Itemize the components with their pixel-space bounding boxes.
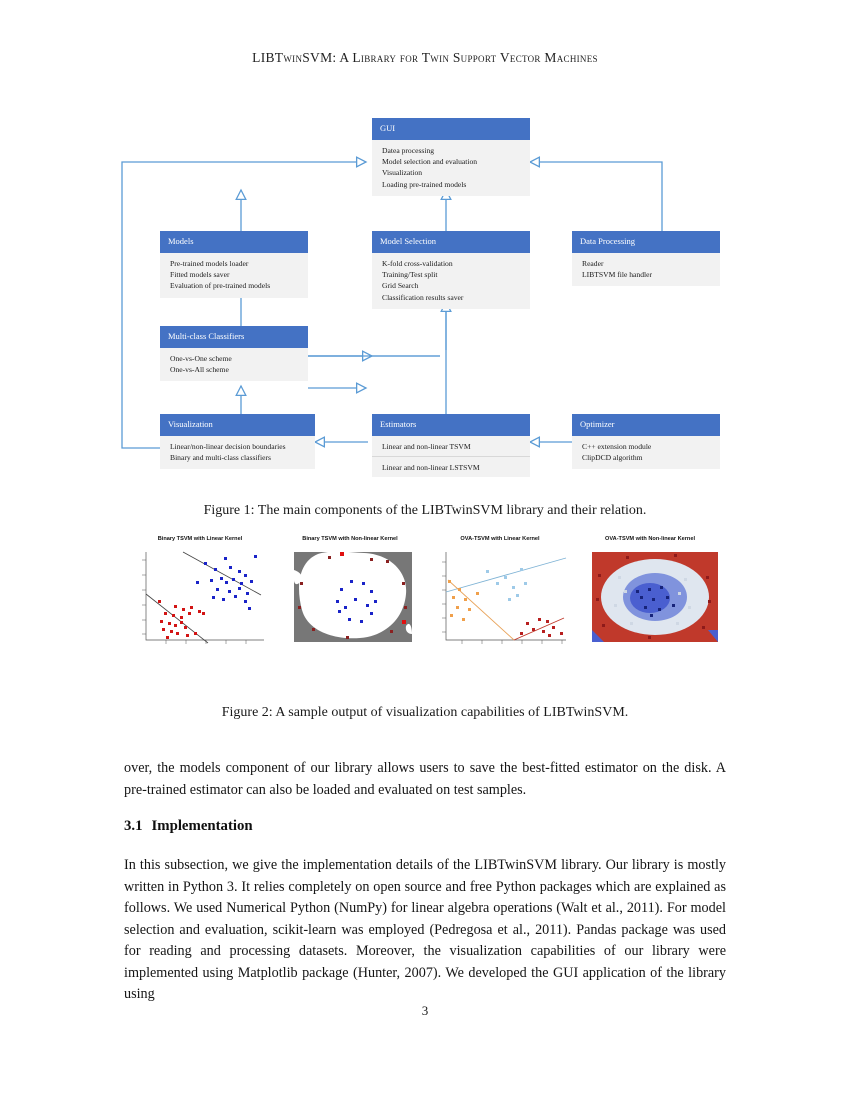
diagram-node-model-selection: Model Selection K-fold cross-validation … — [372, 231, 530, 309]
plot-canvas — [428, 548, 572, 656]
plot-title: Binary TSVM with Non-linear Kernel — [302, 536, 398, 542]
section-number: 3.1 — [124, 818, 143, 834]
diagram-node-data-processing: Data Processing Reader LIBTSVM file hand… — [572, 231, 720, 287]
figure1-architecture-diagram: GUI Datea processing Model selection and… — [110, 118, 750, 478]
node-title: Multi-class Classifiers — [160, 326, 308, 348]
node-body: C++ extension module ClipDCD algorithm — [572, 436, 720, 470]
node-title: Visualization — [160, 414, 315, 436]
node-body: Linear and non-linear TSVM Linear and no… — [372, 436, 530, 478]
node-item: Classification results saver — [382, 292, 464, 302]
plot-ova-tsvm-nonlinear: OVA-TSVM with Non-linear Kernel — [578, 536, 722, 656]
plot-title: Binary TSVM with Linear Kernel — [157, 536, 243, 542]
connector-visualization-to-gui — [121, 162, 366, 449]
figure2-plot-strip: Binary TSVM with Linear Kernel — [128, 536, 722, 656]
node-item: Linear and non-linear LSTSVM — [382, 463, 480, 473]
diagram-node-gui: GUI Datea processing Model selection and… — [372, 118, 530, 196]
node-item: Pre-trained models loader — [170, 259, 249, 268]
node-item: One-vs-All scheme — [170, 365, 229, 375]
node-item: Reader — [582, 259, 604, 268]
figure2-caption: Figure 2: A sample output of visualizati… — [221, 705, 629, 720]
plot-title: OVA-TSVM with Linear Kernel — [460, 536, 540, 542]
running-header: LIBTwinSVM: A Library for Twin Support V… — [252, 50, 598, 65]
node-body: Pre-trained models loader Fitted models … — [160, 253, 308, 298]
node-body: K-fold cross-validation Training/Test sp… — [372, 253, 530, 309]
diagram-node-models: Models Pre-trained models loader Fitted … — [160, 231, 308, 298]
node-item: Linear and non-linear TSVM — [372, 436, 530, 458]
node-title: Data Processing — [572, 231, 720, 253]
node-item: LIBTSVM file handler — [582, 270, 653, 280]
plot-ova-tsvm-linear: OVA-TSVM with Linear Kernel — [428, 536, 572, 656]
plot-binary-tsvm-nonlinear: Binary TSVM with Non-linear Kernel — [278, 536, 422, 656]
node-item: ClipDCD algorithm — [582, 453, 643, 463]
body-paragraph-2: In this subsection, we give the implemen… — [124, 857, 726, 1002]
section-title: Implementation — [151, 818, 253, 834]
node-item: Evaluation of pre-trained models — [170, 281, 271, 291]
node-item: One-vs-One scheme — [170, 354, 232, 363]
node-title: GUI — [372, 118, 530, 140]
section-heading-implementation: 3.1 Implementation — [124, 818, 253, 835]
figure1-caption: Figure 1: The main components of the LIB… — [203, 503, 647, 518]
node-body: Linear/non-linear decision boundaries Bi… — [160, 436, 315, 470]
plot-binary-tsvm-linear: Binary TSVM with Linear Kernel — [128, 536, 272, 656]
node-title: Models — [160, 231, 308, 253]
node-item: Model selection and evaluation — [382, 157, 478, 167]
connector-dataprocessing-to-gui — [530, 162, 663, 238]
node-item: K-fold cross-validation — [382, 259, 453, 268]
node-item: C++ extension module — [582, 442, 652, 451]
diagram-node-estimators: Estimators Linear and non-linear TSVM Li… — [372, 414, 530, 478]
plot-canvas — [578, 548, 722, 656]
diagram-node-multiclass-classifiers: Multi-class Classifiers One-vs-One schem… — [160, 326, 308, 382]
node-item: Training/Test split — [382, 270, 438, 280]
node-item: Datea processing — [382, 146, 435, 155]
body-paragraph-1: over, the models component of our librar… — [124, 760, 726, 798]
node-item: Linear/non-linear decision boundaries — [170, 442, 286, 451]
node-item: Visualization — [382, 168, 423, 178]
page-number: 3 — [421, 1003, 429, 1018]
node-title: Estimators — [372, 414, 530, 436]
node-body: One-vs-One scheme One-vs-All scheme — [160, 348, 308, 382]
plot-canvas — [278, 548, 422, 656]
node-body: Datea processing Model selection and eva… — [372, 140, 530, 196]
node-title: Model Selection — [372, 231, 530, 253]
node-item: Binary and multi-class classifiers — [170, 453, 272, 463]
diagram-node-visualization: Visualization Linear/non-linear decision… — [160, 414, 315, 470]
diagram-node-optimizer: Optimizer C++ extension module ClipDCD a… — [572, 414, 720, 470]
node-title: Optimizer — [572, 414, 720, 436]
node-item: Loading pre-trained models — [382, 179, 467, 189]
node-body: Reader LIBTSVM file handler — [572, 253, 720, 287]
node-item: Fitted models saver — [170, 270, 230, 280]
plot-canvas — [128, 548, 272, 656]
node-item: Grid Search — [382, 281, 419, 291]
plot-title: OVA-TSVM with Non-linear Kernel — [604, 536, 696, 542]
